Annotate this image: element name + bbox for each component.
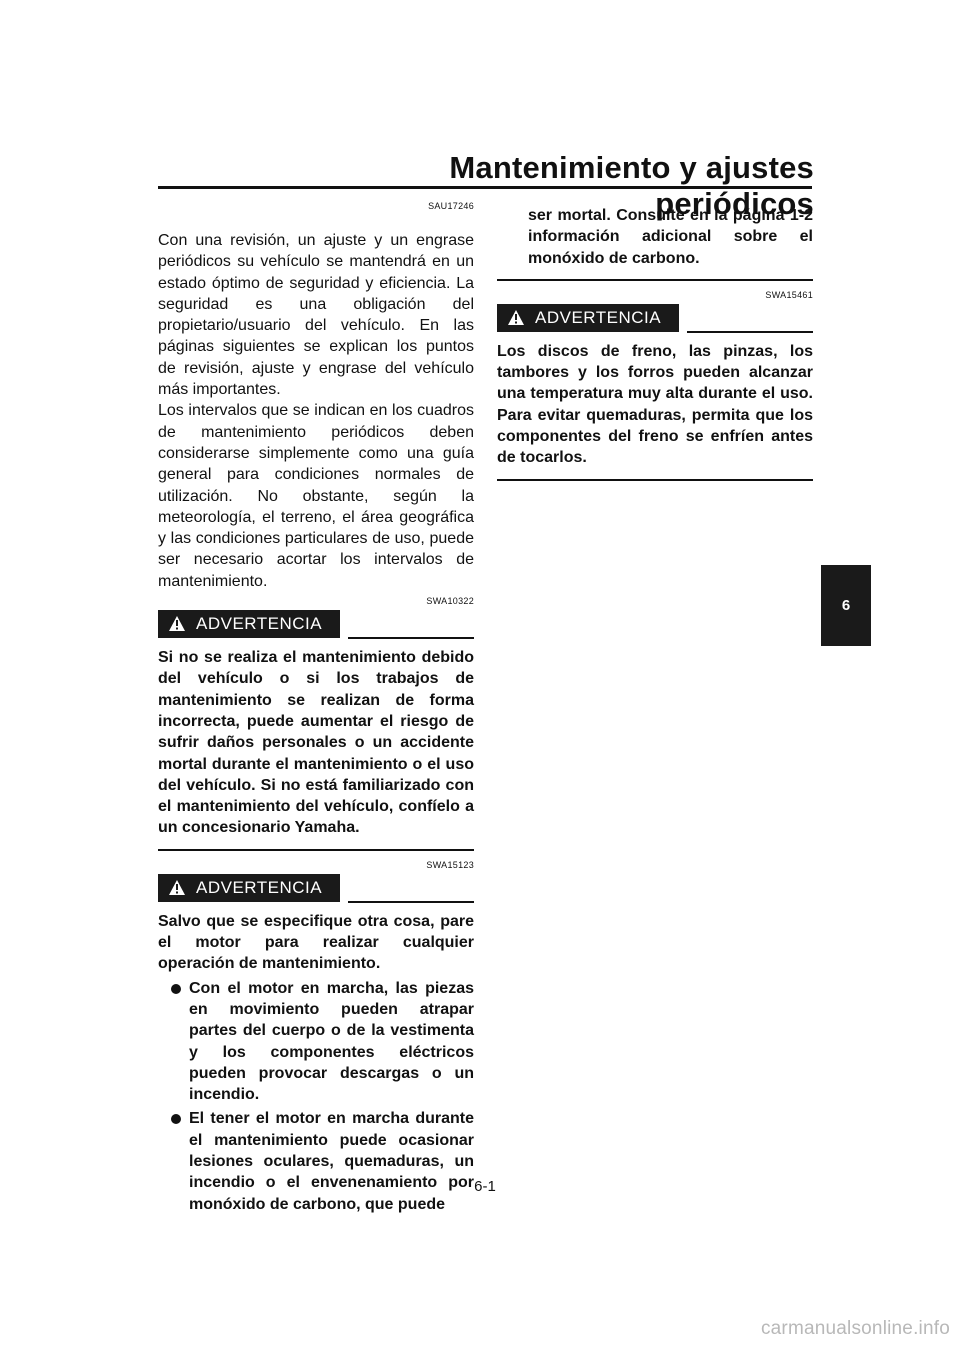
warning-code: SWA10322 <box>426 596 474 607</box>
title-rule <box>158 186 812 189</box>
warning-label: ADVERTENCIA <box>196 877 323 897</box>
intro-paragraph-2: Los intervalos que se indican en los cua… <box>158 402 474 590</box>
bullet-icon <box>171 1114 181 1125</box>
section-code: SAU17246 <box>428 201 474 211</box>
page-title: Mantenimiento y ajustes periódicos <box>449 150 814 221</box>
warning-badge: ADVERTENCIA <box>497 303 679 332</box>
warning-badge: ADVERTENCIA <box>158 610 340 639</box>
list-item: Con el motor en marcha, las piezas en mo… <box>158 978 474 1106</box>
right-column: ser mortal. Consulte en la página 1-2 in… <box>497 205 813 489</box>
warning-code: SWA15123 <box>426 859 474 870</box>
left-column: SAU17246 Con una revisión, un ajuste y u… <box>158 200 474 1215</box>
warning-header: ADVERTENCIA <box>158 610 474 640</box>
warning-triangle-icon <box>169 879 185 895</box>
warning-text: Salvo que se especifique otra cosa, pare… <box>158 912 474 973</box>
intro-paragraph-1: Con una revisión, un ajuste y un engrase… <box>158 232 474 399</box>
warning-bullet-list: Con el motor en marcha, las piezas en mo… <box>158 978 474 1215</box>
warning-end-rule <box>497 478 813 481</box>
warning-header-rule <box>348 637 474 640</box>
continued-warning-text: ser mortal. Consulte en la página 1-2 in… <box>528 207 813 267</box>
chapter-tab: 6 <box>821 565 871 646</box>
bullet-icon <box>171 983 181 994</box>
warning-end-rule <box>497 278 813 281</box>
list-item-text: Con el motor en marcha, las piezas en mo… <box>189 979 474 1104</box>
warning-label: ADVERTENCIA <box>535 307 662 327</box>
watermark: carmanualsonline.info <box>760 1318 950 1339</box>
warning-header: ADVERTENCIA <box>158 873 474 903</box>
list-item: El tener el motor en marcha durante el m… <box>158 1108 474 1214</box>
warning-text: Los discos de freno, las pinzas, los tam… <box>497 342 813 467</box>
warning-triangle-icon <box>508 309 524 325</box>
page-number: 6-1 <box>474 1178 496 1195</box>
list-item-text: El tener el motor en marcha durante el m… <box>189 1110 474 1213</box>
warning-header-rule <box>687 330 813 333</box>
warning-header-rule <box>348 900 474 903</box>
warning-end-rule <box>158 848 474 851</box>
warning-code: SWA15461 <box>765 289 813 300</box>
warning-badge: ADVERTENCIA <box>158 873 340 902</box>
warning-header: ADVERTENCIA <box>497 303 813 333</box>
warning-triangle-icon <box>169 616 185 632</box>
warning-text: Si no se realiza el mantenimiento debido… <box>158 649 474 837</box>
warning-label: ADVERTENCIA <box>196 614 323 634</box>
